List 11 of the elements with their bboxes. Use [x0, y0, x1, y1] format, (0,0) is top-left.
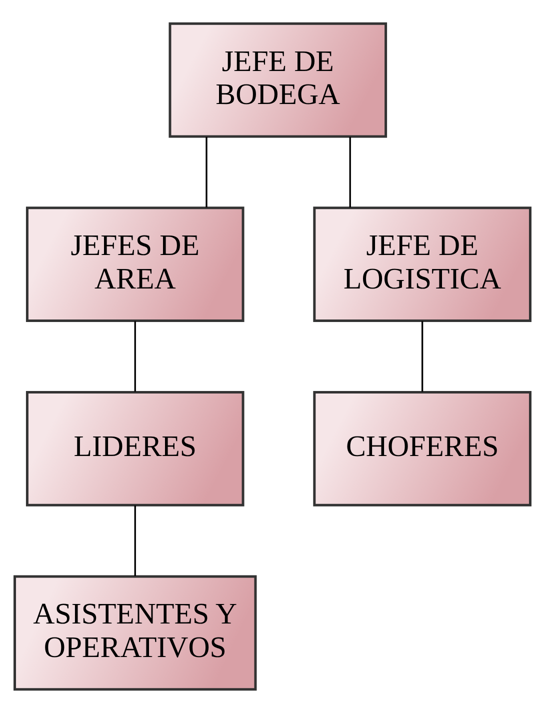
connector [349, 136, 351, 208]
connector [206, 136, 208, 208]
connector [134, 321, 136, 392]
node-box: JEFE DE BODEGA [168, 22, 388, 138]
node-box: JEFES DE AREA [26, 206, 244, 322]
connector [422, 321, 424, 392]
node-box: LIDERES [26, 390, 244, 506]
node-box: JEFE DE LOGISTICA [313, 206, 532, 322]
node-box: ASISTENTES Y OPERATIVOS [14, 575, 257, 691]
connector [134, 505, 136, 576]
node-box: CHOFERES [313, 390, 532, 506]
